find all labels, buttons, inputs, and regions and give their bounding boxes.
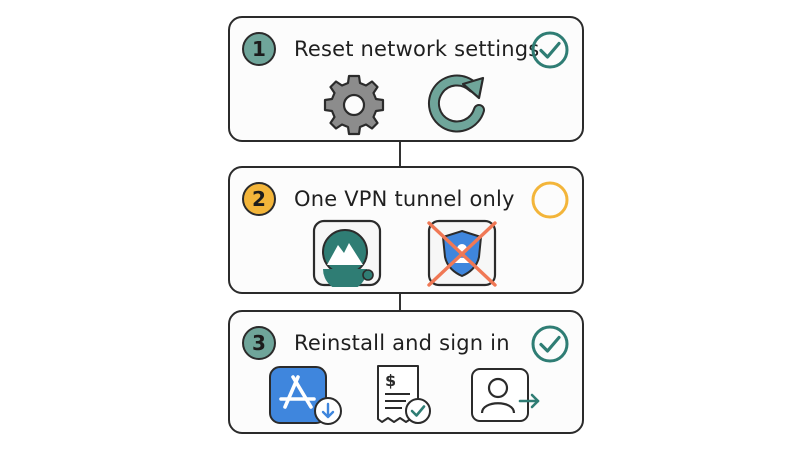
sign-in-user-icon xyxy=(471,368,540,422)
step-number-badge: 1 xyxy=(242,32,276,66)
check-circle-icon xyxy=(531,31,569,69)
check-circle-icon xyxy=(531,325,569,363)
connector-1-2 xyxy=(399,140,401,168)
vpn-app-icon xyxy=(312,219,382,287)
refresh-icon xyxy=(428,74,485,133)
pending-circle-icon xyxy=(531,181,569,219)
app-store-download-icon xyxy=(269,366,342,425)
connector-2-3 xyxy=(399,292,401,312)
svg-text:$: $ xyxy=(385,371,396,390)
step-title: One VPN tunnel only xyxy=(294,187,515,211)
step-card-1: 1 Reset network settings xyxy=(228,16,584,142)
gear-icon xyxy=(323,74,385,136)
blocked-shield-vpn-icon xyxy=(427,219,497,287)
receipt-verified-icon: $ xyxy=(377,365,431,424)
step-number-badge: 3 xyxy=(242,326,276,360)
step-card-3: 3 Reinstall and sign in $ xyxy=(228,310,584,434)
step-card-2: 2 One VPN tunnel only xyxy=(228,166,584,294)
step-title: Reinstall and sign in xyxy=(294,331,510,355)
step-title: Reset network settings xyxy=(294,37,540,61)
step-number-badge: 2 xyxy=(242,182,276,216)
